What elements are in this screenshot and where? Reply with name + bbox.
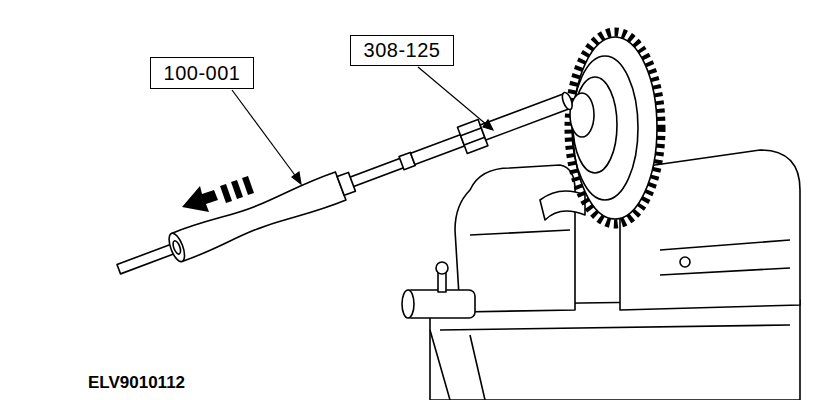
leader-line [418, 67, 487, 125]
slide-hammer [113, 85, 576, 283]
part-label-box: 100-001 [150, 57, 254, 89]
part-label-box: 308-125 [350, 35, 454, 66]
gear-teeth [569, 32, 661, 224]
leader-line [232, 90, 297, 178]
vise-jaw [455, 165, 575, 312]
leader-arrowhead [483, 120, 493, 130]
part-number: 308-125 [364, 39, 441, 62]
pull-arrow [182, 176, 254, 212]
vise-handle [405, 290, 475, 318]
vise-base [430, 300, 800, 400]
leader-arrowhead [292, 172, 301, 184]
part-number: 100-001 [164, 62, 241, 85]
figure-code: ELV9010112 [88, 373, 185, 393]
